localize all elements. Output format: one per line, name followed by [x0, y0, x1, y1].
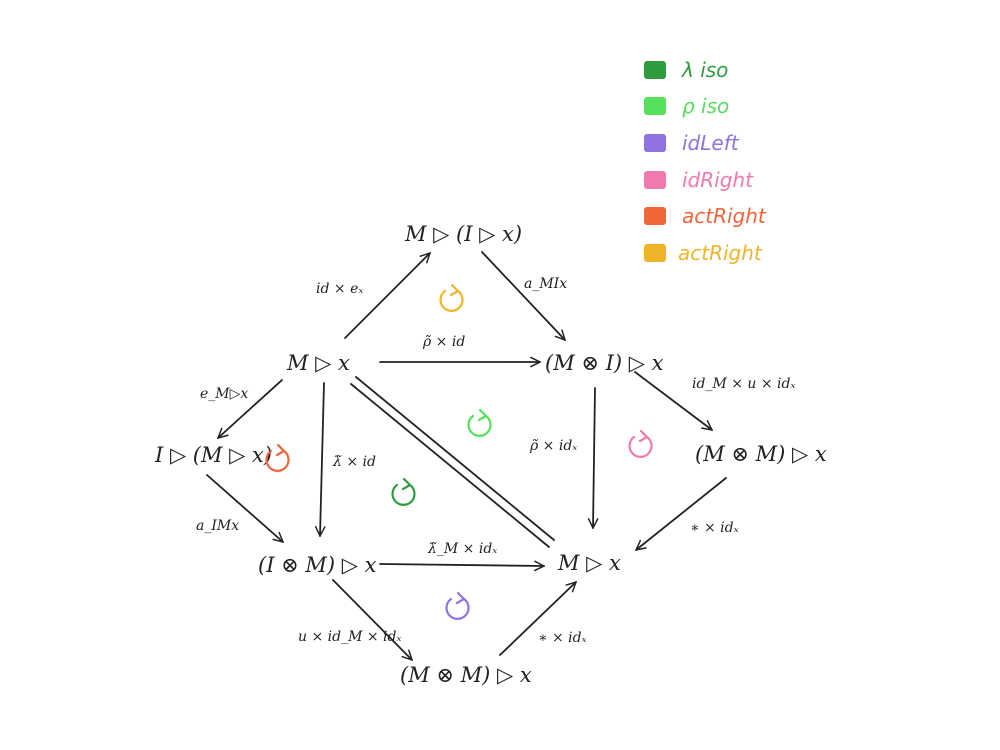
- node-lower-right: M ▷ x: [557, 551, 621, 575]
- legend-swatch: [644, 134, 666, 152]
- legend-swatch: [644, 244, 666, 262]
- node-top: M ▷ (I ▷ x): [404, 222, 522, 246]
- legend-item-lambda-iso: λ iso: [644, 58, 728, 82]
- arrow-center-right-to-lower-right: [593, 387, 595, 528]
- arrow-bottom-to-lower-right: [499, 582, 576, 656]
- legend-label: ρ iso: [682, 94, 729, 118]
- rho-iso-cycle-icon: [467, 408, 492, 437]
- edge-label-rho-id: ρ̃ × id: [422, 334, 465, 350]
- arrow-lower-left-to-bottom: [332, 579, 412, 660]
- arrow-top-to-center-right: [481, 251, 565, 340]
- edge-label-star-idx-bottom: ∗ × idₓ: [538, 630, 587, 646]
- arrow-center-right-to-right: [634, 371, 712, 430]
- node-center-left: M ▷ x: [286, 351, 350, 375]
- idright-cycle-icon: [628, 429, 653, 458]
- legend-label: actRight: [682, 204, 767, 228]
- double-line-center-left-to-lower-right-b: [350, 383, 550, 548]
- arrow-right-to-lower-right: [636, 477, 727, 550]
- idleft-cycle-icon: [445, 591, 470, 620]
- double-line-center-left-to-lower-right-a: [355, 376, 555, 541]
- node-center-right: (M ⊗ I) ▷ x: [545, 351, 664, 375]
- arrow-left-to-lower-left: [206, 474, 283, 542]
- legend-label: actRight: [678, 241, 763, 265]
- actright-yellow-cycle-icon: [439, 283, 464, 312]
- edge-label-id-e: id × eₓ: [316, 281, 363, 297]
- legend-item-actright-yellow: actRight: [644, 241, 763, 265]
- edge-label-idm-u-idx: id_M × u × idₓ: [692, 376, 795, 392]
- arrow-center-left-to-left: [218, 379, 283, 438]
- actright-orange-cycle-icon: [265, 443, 290, 472]
- legend-item-rho-iso: ρ iso: [644, 94, 729, 118]
- edge-label-lambdam-idx: λ̃_M × idₓ: [427, 541, 497, 557]
- legend-label: idLeft: [682, 131, 740, 155]
- edge-label-u-idm-idx: u × id_M × idₓ: [298, 629, 401, 645]
- edge-label-lambda-id: λ̃ × id: [332, 454, 376, 470]
- edge-label-star-idx-right: ∗ × idₓ: [690, 520, 739, 536]
- edge-label-e-mx: e_M▷x: [200, 386, 248, 402]
- node-lower-left: (I ⊗ M) ▷ x: [258, 553, 377, 577]
- legend-swatch: [644, 207, 666, 225]
- edge-label-a-imx: a_IMx: [196, 518, 239, 534]
- legend-swatch: [644, 171, 666, 189]
- arrow-center-left-to-top: [344, 253, 430, 339]
- legend: λ iso ρ iso idLeft idRight actRight actR…: [644, 58, 767, 265]
- legend-swatch: [644, 97, 666, 115]
- node-left: I ▷ (M ▷ x): [154, 443, 272, 467]
- arrow-lower-left-to-lower-right: [379, 564, 544, 566]
- lambda-iso-cycle-icon: [391, 477, 416, 506]
- edge-label-a-mix: a_MIx: [524, 276, 567, 292]
- legend-label: λ iso: [681, 58, 728, 82]
- legend-swatch: [644, 61, 666, 79]
- legend-item-actright-orange: actRight: [644, 204, 767, 228]
- node-bottom: (M ⊗ M) ▷ x: [400, 663, 532, 687]
- edge-label-rho-idx: ρ̃ × idₓ: [529, 438, 577, 454]
- legend-label: idRight: [682, 168, 754, 192]
- legend-item-idright: idRight: [644, 168, 754, 192]
- node-right: (M ⊗ M) ▷ x: [695, 442, 827, 466]
- legend-item-idleft: idLeft: [644, 131, 740, 155]
- arrow-center-left-to-lower-left: [320, 382, 324, 536]
